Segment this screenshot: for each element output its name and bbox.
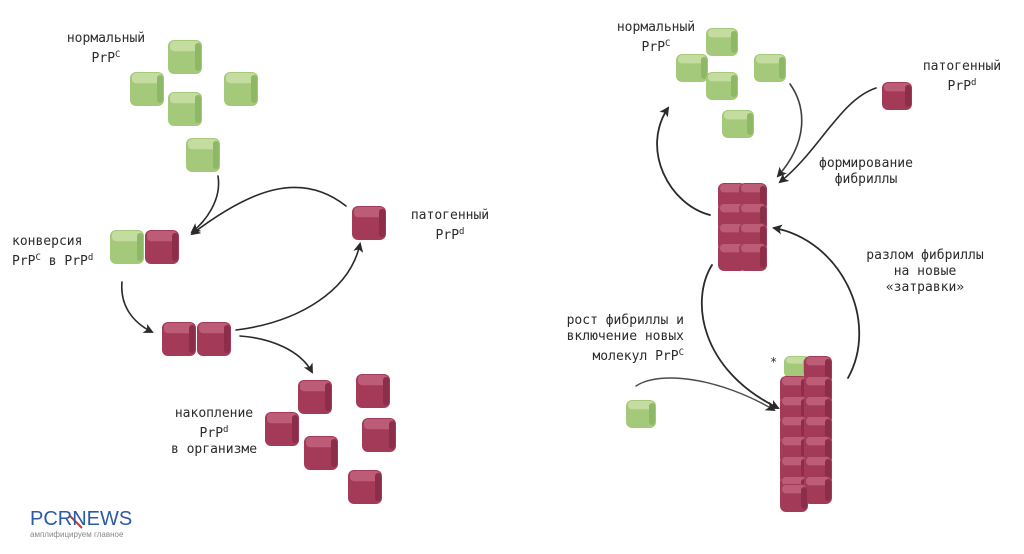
right-pathogenic-line1: патогенный <box>922 59 1002 74</box>
right-arrow-fibril-to-normals <box>656 106 711 216</box>
right-pathogenic-sup: d <box>971 78 977 88</box>
left-arrow-patho-to-conversion <box>190 186 347 236</box>
right-fibril-formation-label: формирование фибриллы <box>806 156 926 188</box>
right-normal-block-2 <box>676 54 708 82</box>
left-conversion-patho-block <box>145 230 179 264</box>
left-arrow-dimer-to-patho <box>235 242 364 331</box>
left-normal-block-1 <box>168 40 202 74</box>
left-pathogenic-prefix: PrP <box>435 228 460 243</box>
right-lone-normal-block <box>626 400 656 428</box>
left-accum-block-3 <box>265 412 299 446</box>
left-accumulation-line1: накопление <box>174 406 254 421</box>
left-pathogenic-label: патогенный PrPd <box>398 208 502 244</box>
left-normal-block-4 <box>168 92 202 126</box>
left-accum-block-5 <box>304 436 338 470</box>
lower-fibril-right-7 <box>804 476 832 504</box>
right-arrow-normals-to-fibril <box>776 83 803 178</box>
left-arrow-conversion-to-dimer <box>121 281 154 333</box>
left-arrow-dimer-to-accum <box>239 335 313 374</box>
right-normal-prefix: PrP <box>641 40 666 55</box>
arrows-layer <box>69 83 877 529</box>
left-dimer-block-1 <box>162 322 196 356</box>
left-accumulation-prefix: PrP <box>199 426 224 441</box>
right-arrow-fibril-growth <box>701 264 780 409</box>
left-accum-block-1 <box>298 380 332 414</box>
left-normal-prefix: PrP <box>91 51 116 66</box>
right-fibril-break-line2: на новые <box>893 264 957 279</box>
left-accumulation-sup: d <box>223 425 229 435</box>
right-normal-line1: нормальный <box>616 20 696 35</box>
logo-part1: PCR <box>30 508 73 530</box>
left-conversion-normal-block <box>110 230 144 264</box>
right-fibril-growth-sup: C <box>678 348 684 358</box>
logo-tagline: амплифицируем главное <box>30 530 124 539</box>
right-pathogenic-prefix: PrP <box>947 79 972 94</box>
left-normal-label: нормальный PrPC <box>54 31 158 67</box>
left-normal-line1: нормальный <box>66 31 146 46</box>
left-normal-block-2 <box>130 72 164 106</box>
logo-part2: NEWS <box>72 508 133 530</box>
right-fibril-growth-prefix: молекул PrP <box>592 349 679 364</box>
right-normal-block-1 <box>706 28 738 56</box>
right-normal-block-5 <box>722 110 754 138</box>
right-fibril-growth-line2: включение новых <box>566 329 684 344</box>
left-conversion-mid: в <box>40 254 65 269</box>
right-arrow-lone-to-growth <box>635 377 776 412</box>
right-fibril-formation-line2: фибриллы <box>834 172 898 187</box>
left-conversion-label: конверсия PrPC в PrPd <box>12 234 93 270</box>
right-fibril-break-label: разлом фибриллы на новые «затравки» <box>850 248 1000 296</box>
right-pathogenic-label: патогенный PrPd <box>910 59 1014 95</box>
left-conversion-line1: конверсия <box>12 234 83 249</box>
left-conversion-b-prefix: PrP <box>64 254 88 269</box>
lower-fibril-left-7 <box>780 484 808 512</box>
left-accum-block-4 <box>362 418 396 452</box>
left-dimer-block-2 <box>197 322 231 356</box>
right-arrow-patho-to-fibril <box>778 87 877 184</box>
left-pathogenic-sup: d <box>459 227 465 237</box>
left-accum-block-2 <box>356 374 390 408</box>
left-pathogenic-line1: патогенный <box>410 208 490 223</box>
left-accumulation-line3: в организме <box>170 442 258 457</box>
right-normal-sup: C <box>665 39 671 49</box>
left-normal-block-3 <box>224 72 258 106</box>
right-normal-label: нормальный PrPC <box>604 20 708 56</box>
right-arrow-fibril-break <box>772 224 861 379</box>
right-normal-block-4 <box>706 72 738 100</box>
upper-fibril-right-4 <box>739 243 767 271</box>
right-fibril-formation-line1: формирование <box>819 156 913 171</box>
left-conversion-a-prefix: PrP <box>12 254 36 269</box>
left-pathogenic-block <box>352 206 386 240</box>
left-accumulation-label: накопление PrPd в организме <box>158 406 270 458</box>
left-normal-block-5 <box>186 138 220 172</box>
right-pathogenic-block <box>882 82 912 110</box>
asterisk-mark: * <box>770 355 778 369</box>
left-normal-sup: C <box>115 50 121 60</box>
right-fibril-growth-label: рост фибриллы и включение новых молекул … <box>532 313 684 365</box>
blocks-layer <box>110 28 912 512</box>
pcr-news-logo: PCRNEWS амплифицируем главное <box>30 509 132 540</box>
right-normal-block-3 <box>754 54 786 82</box>
right-fibril-growth-line1: рост фибриллы и <box>566 313 684 328</box>
left-conversion-b-sup: d <box>87 253 94 263</box>
right-fibril-break-line3: «затравки» <box>885 280 965 295</box>
right-fibril-break-line1: разлом фибриллы <box>866 248 984 263</box>
left-accum-block-6 <box>348 470 382 504</box>
logo-stroke <box>69 515 83 529</box>
left-conversion-a-sup: C <box>35 253 41 263</box>
